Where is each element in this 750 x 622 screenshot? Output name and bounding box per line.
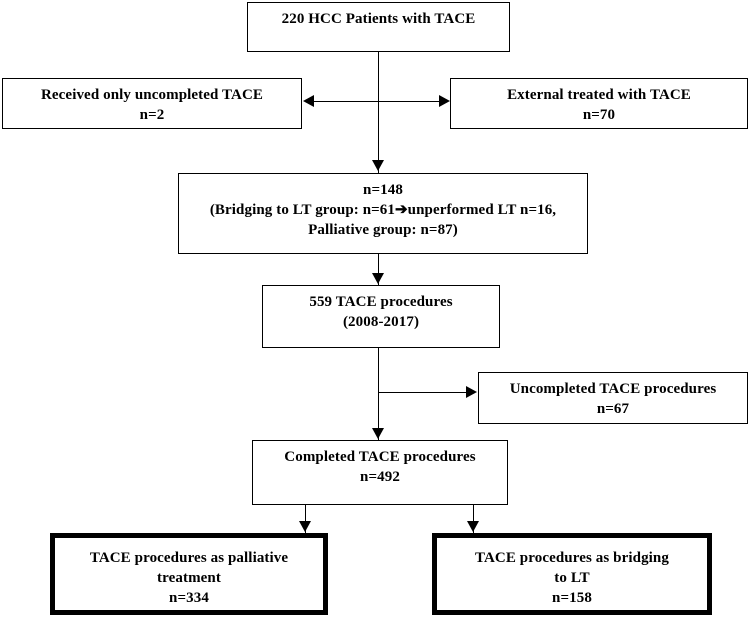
received-only-uncompleted-tace-line-1: Received only uncompleted TACE [40,87,264,103]
received-only-uncompleted-tace-box: Received only uncompleted TACE n=2 [2,78,302,129]
total-patients-line-1: 220 HCC Patients with TACE [281,11,476,27]
bridging-procedures-count: n=158 [552,589,592,606]
completed-procedures-count: n=492 [360,468,400,485]
external-treated-count: n=70 [582,106,616,123]
arrowhead-exclusion-right [439,95,450,107]
palliative-procedures-line-1: TACE procedures as palliative [89,550,289,566]
completed-procedures-box: Completed TACE procedures n=492 [252,440,508,505]
arrowhead-procedures-to-completed [372,428,384,439]
completed-procedures-line-1: Completed TACE procedures [284,449,476,465]
included-patients-count: n=148 [363,182,403,198]
uncompleted-procedures-box: Uncompleted TACE procedures n=67 [478,372,748,424]
included-patients-bridging-line: (Bridging to LT group: n=61➔unperformed … [209,201,557,218]
bridging-procedures-box: TACE procedures as bridging to LT n=158 [432,533,712,615]
external-treated-box: External treated with TACE n=70 [450,78,748,129]
arrowhead-completed-to-bridging [467,521,479,532]
uncompleted-procedures-count: n=67 [596,400,630,417]
included-patients-box: n=148 (Bridging to LT group: n=61➔unperf… [178,173,588,254]
connector-procedures-to-completed [378,348,379,440]
included-patients-palliative-line: Palliative group: n=87) [308,221,458,238]
received-only-uncompleted-tace-count: n=2 [139,106,165,123]
arrowhead-included-to-procedures [372,273,384,284]
palliative-procedures-count: n=334 [169,589,209,606]
palliative-procedures-box: TACE procedures as palliative treatment … [50,533,328,615]
external-treated-line-1: External treated with TACE [507,87,691,103]
tace-procedures-years-line: (2008-2017) [342,313,420,330]
arrowhead-completed-to-palliative [299,521,311,532]
uncompleted-procedures-line-1: Uncompleted TACE procedures [509,381,717,397]
connector-completed-to-bridging [473,505,474,533]
arrowhead-exclusion-left [303,95,314,107]
total-patients-box: 220 HCC Patients with TACE [247,2,510,52]
connector-exclusions [313,101,441,102]
connector-completed-to-palliative [305,505,306,533]
palliative-procedures-line-2: treatment [157,569,221,586]
arrowhead-total-to-included [372,160,384,171]
connector-to-uncompleted-procedures [378,392,467,393]
tace-procedures-box: 559 TACE procedures (2008-2017) [262,285,500,348]
arrowhead-to-uncompleted-procedures [466,386,477,398]
tace-procedures-count-line: 559 TACE procedures [309,294,453,310]
connector-included-to-procedures [378,254,379,285]
bridging-procedures-line-1: TACE procedures as bridging [475,550,669,566]
bridging-procedures-line-2: to LT [554,569,590,586]
connector-total-to-included [378,52,379,173]
